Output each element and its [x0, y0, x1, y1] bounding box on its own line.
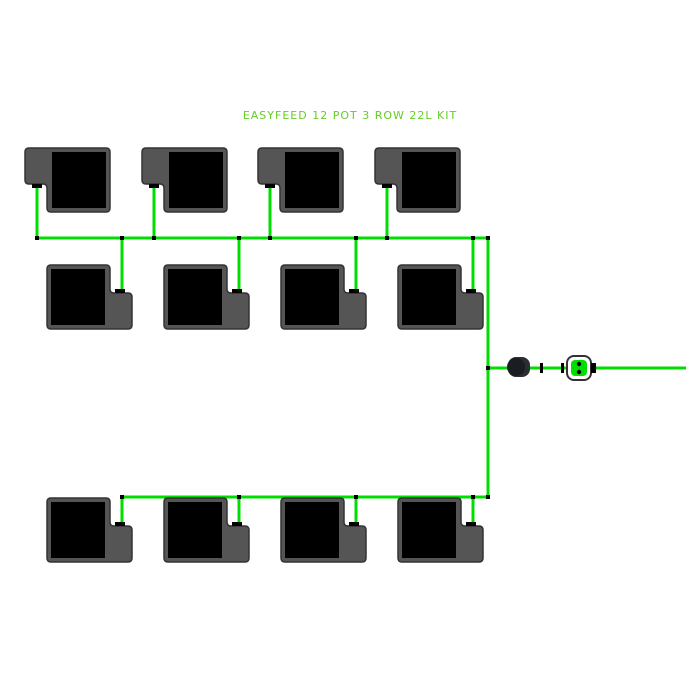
pot: [397, 497, 484, 563]
filter-cap-icon: [507, 358, 525, 376]
diagram-title: EASYFEED 12 POT 3 ROW 22L KIT: [242, 109, 458, 122]
tee-junction: [237, 495, 241, 499]
pot-fitting: [349, 289, 359, 293]
pot-reservoir: [402, 269, 456, 325]
pot: [46, 264, 133, 330]
pot-fitting: [32, 184, 42, 188]
pot-reservoir: [285, 502, 339, 558]
pot-reservoir: [285, 269, 339, 325]
pot-fitting: [115, 289, 125, 293]
pot: [280, 497, 367, 563]
tee-junction: [471, 495, 475, 499]
pot: [257, 147, 344, 213]
tee-junction: [35, 236, 39, 240]
pot-reservoir: [402, 152, 456, 208]
valve-dot: [576, 361, 582, 367]
pot-reservoir: [285, 152, 339, 208]
pot: [163, 497, 250, 563]
pipe-connector: [561, 363, 564, 373]
pot-fitting: [382, 184, 392, 188]
tee-junction: [120, 236, 124, 240]
pot-reservoir: [51, 502, 105, 558]
pot: [163, 264, 250, 330]
fittings: [35, 236, 596, 499]
valve-dot: [576, 369, 582, 375]
tee-junction: [354, 236, 358, 240]
pot-fitting: [466, 522, 476, 526]
valve-body: [571, 360, 587, 376]
pipe-connector: [540, 363, 543, 373]
pots: [24, 147, 484, 563]
pot-reservoir: [168, 502, 222, 558]
pot: [397, 264, 484, 330]
tee-junction: [471, 236, 475, 240]
pot-fitting: [232, 522, 242, 526]
tee-junction: [486, 495, 490, 499]
tee-junction: [237, 236, 241, 240]
tee-junction: [486, 236, 490, 240]
pot-fitting: [265, 184, 275, 188]
pipes: [35, 188, 686, 522]
pot: [141, 147, 228, 213]
pipe-connector: [591, 363, 596, 373]
tee-junction: [385, 236, 389, 240]
tee-junction: [152, 236, 156, 240]
tee-junction: [354, 495, 358, 499]
pot-fitting: [466, 289, 476, 293]
pot-fitting: [232, 289, 242, 293]
pot: [46, 497, 133, 563]
pot: [374, 147, 461, 213]
pot: [280, 264, 367, 330]
tee-junction: [486, 366, 490, 370]
pot-fitting: [349, 522, 359, 526]
pot-reservoir: [51, 269, 105, 325]
pot-reservoir: [52, 152, 106, 208]
tee-junction: [268, 236, 272, 240]
pot-reservoir: [169, 152, 223, 208]
pot-reservoir: [402, 502, 456, 558]
pot: [24, 147, 111, 213]
pot-fitting: [115, 522, 125, 526]
tee-junction: [120, 495, 124, 499]
pot-fitting: [149, 184, 159, 188]
pot-reservoir: [168, 269, 222, 325]
